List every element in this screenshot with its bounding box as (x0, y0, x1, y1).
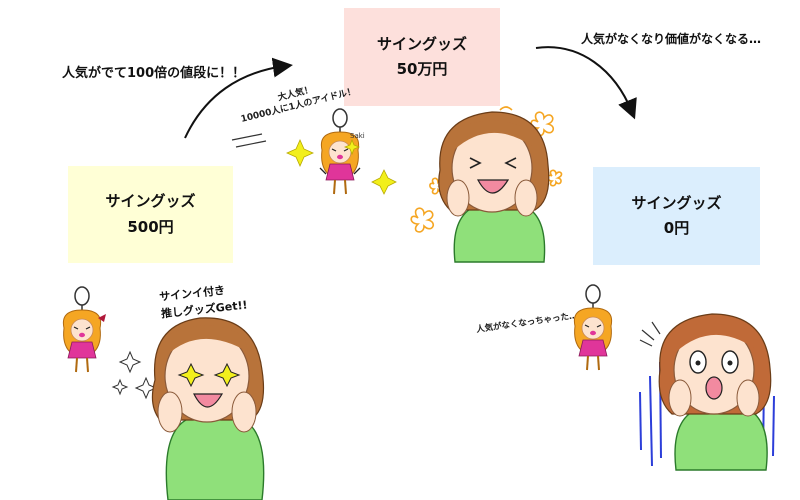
flower-2 (410, 207, 435, 233)
twinkle-2 (134, 376, 158, 400)
rise-caption: 人気がでて100倍の値段に！！ (62, 66, 246, 81)
shock-marks (639, 321, 661, 347)
twinkle-1 (118, 350, 142, 374)
price-box-500k: サイングッズ 50万円 (344, 8, 500, 106)
excited-girl (151, 317, 265, 500)
price-box-500k-price: 50万円 (396, 60, 448, 78)
charm-name-top: Saki (350, 132, 365, 140)
fall-arrow (535, 46, 637, 120)
shock-line-3 (639, 391, 642, 451)
price-box-0: サイングッズ 0円 (593, 167, 760, 265)
flower-4 (547, 169, 563, 187)
price-box-500k-title: サイングッズ (376, 34, 467, 53)
rise-arrow (184, 57, 293, 139)
charm-keychain-top: Saki (319, 108, 365, 195)
price-box-0-price: 0円 (663, 219, 690, 237)
sparkle-1 (286, 139, 314, 167)
charm-keychain-right (573, 284, 613, 371)
charm-keychain-left (62, 286, 106, 373)
price-box-0-title: サイングッズ (631, 193, 722, 212)
price-box-500-price: 500円 (127, 217, 174, 236)
fall-caption: 人気がなくなり価値がなくなる… (581, 32, 762, 46)
price-box-500-title: サイングッズ (105, 192, 196, 210)
sparkle-3 (343, 138, 361, 156)
shocked-girl (658, 313, 772, 471)
twinkle-3 (111, 378, 129, 396)
flower-1 (530, 111, 555, 137)
sparkle-2 (371, 169, 397, 195)
shock-line-5 (772, 395, 775, 457)
happy-girl (438, 111, 550, 263)
price-box-500: サイングッズ 500円 (68, 166, 233, 263)
shock-line-1 (649, 375, 653, 467)
squiggle-1 (499, 106, 513, 111)
